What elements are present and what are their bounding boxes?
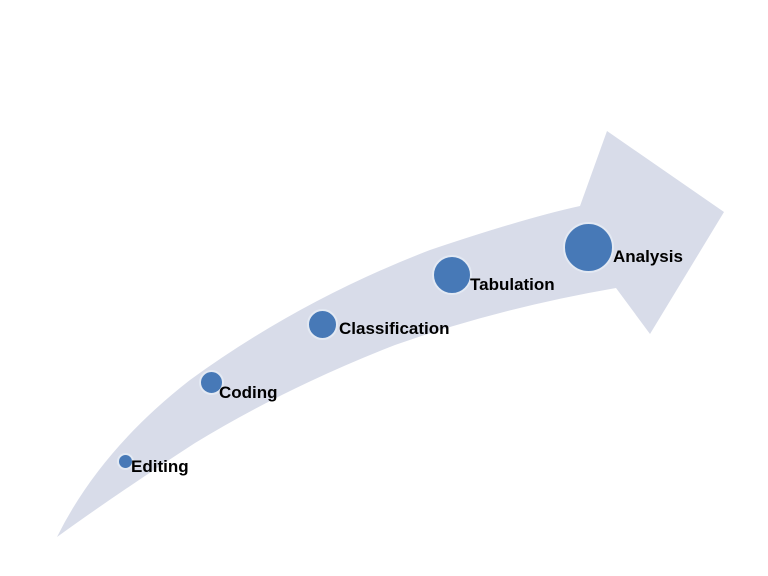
step-circle [306, 308, 338, 340]
step-label: Tabulation [470, 275, 555, 294]
step-circle [198, 369, 224, 395]
step-label: Coding [219, 383, 278, 402]
process-arrow-shape [57, 131, 724, 537]
step-circle [116, 452, 134, 470]
step-label: Classification [339, 319, 450, 338]
step-circle [562, 221, 614, 273]
step-label: Editing [131, 457, 189, 476]
step-label: Analysis [613, 247, 683, 266]
step-circle [432, 255, 472, 295]
